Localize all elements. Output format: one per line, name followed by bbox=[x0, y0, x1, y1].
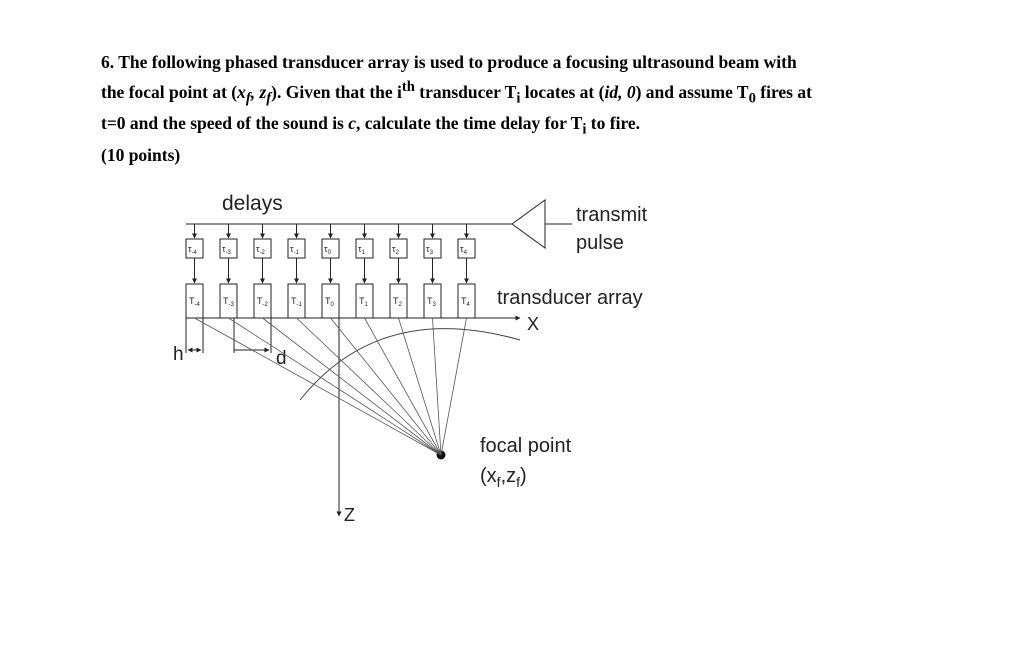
delay-label: τ-2 bbox=[256, 244, 266, 256]
focus-ray bbox=[194, 317, 442, 456]
question-text: 6. The following phased transducer array… bbox=[101, 52, 812, 138]
focus-ray bbox=[398, 317, 442, 456]
z-axis-label: Z bbox=[344, 505, 355, 525]
focal-point-label: focal point bbox=[480, 435, 572, 457]
delay-label: τ-3 bbox=[222, 244, 232, 256]
transducer-label: T0 bbox=[325, 296, 335, 308]
delay-label: τ-1 bbox=[290, 244, 300, 256]
pulse-label: pulse bbox=[576, 232, 624, 254]
question-line-1: The following phased transducer array is… bbox=[118, 52, 797, 72]
focus-ray bbox=[432, 317, 442, 456]
focus-ray bbox=[330, 317, 442, 456]
transducer-label: T-4 bbox=[189, 296, 200, 308]
focus-ray bbox=[364, 317, 442, 456]
delay-label: τ3 bbox=[426, 244, 434, 256]
focus-ray bbox=[228, 317, 442, 456]
transducer-label: T4 bbox=[461, 296, 471, 308]
focus-ray bbox=[296, 317, 442, 456]
delay-label: τ4 bbox=[460, 244, 468, 256]
transducer-label: T3 bbox=[427, 296, 437, 308]
transducer-label: T-2 bbox=[257, 296, 268, 308]
transmit-pulse-triangle bbox=[511, 199, 546, 249]
transducer-label: T-3 bbox=[223, 296, 234, 308]
focus-ray bbox=[262, 317, 442, 456]
delays-label: delays bbox=[222, 192, 283, 215]
transducer-label: T1 bbox=[359, 296, 369, 308]
transducer-array-label: transducer array bbox=[497, 287, 643, 309]
focusing-arc bbox=[299, 328, 521, 401]
h-label: h bbox=[173, 344, 184, 365]
transducer-label: T-1 bbox=[291, 296, 302, 308]
points-label: (10 points) bbox=[101, 145, 181, 165]
focal-coords-label: (xf,zf) bbox=[480, 465, 527, 490]
delay-label: τ1 bbox=[358, 244, 366, 256]
focus-ray bbox=[440, 317, 467, 456]
d-label: d bbox=[276, 348, 287, 369]
x-axis-label: X bbox=[527, 314, 539, 334]
question-number: 6. bbox=[101, 52, 115, 72]
delay-label: τ2 bbox=[392, 244, 400, 256]
delay-label: τ-4 bbox=[188, 244, 198, 256]
delay-label: τ0 bbox=[324, 244, 332, 256]
transmit-label: transmit bbox=[576, 204, 648, 226]
transducer-label: T2 bbox=[393, 296, 403, 308]
